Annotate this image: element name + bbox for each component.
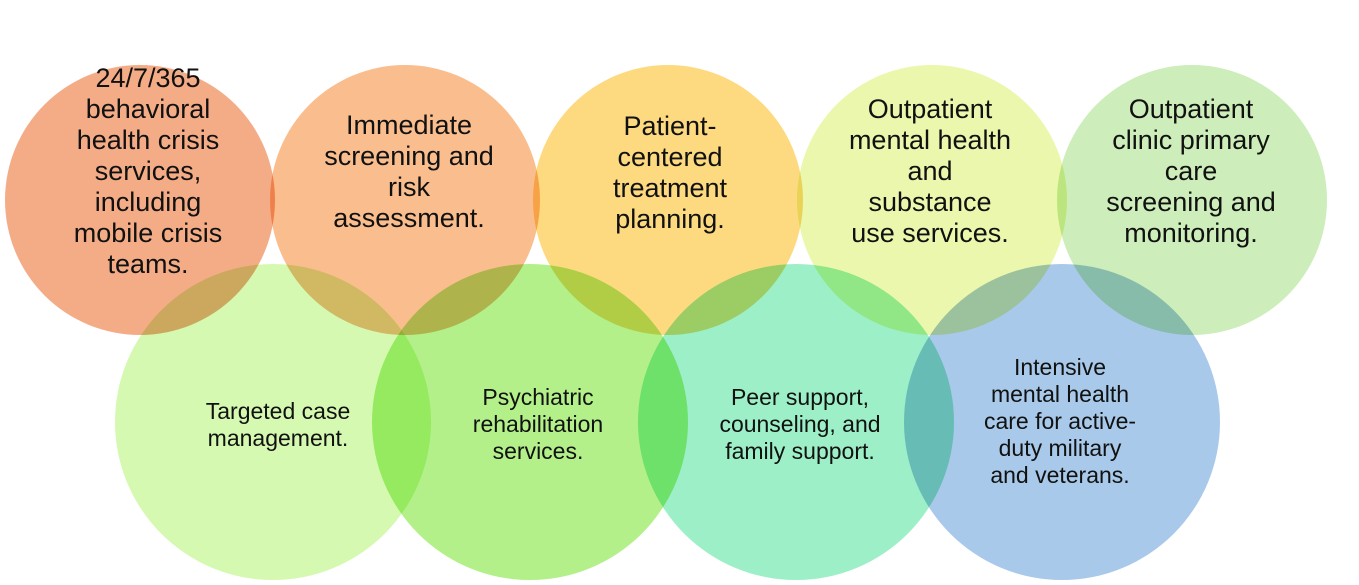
label-line: Psychiatric [482, 384, 593, 410]
label-line: health crisis [77, 125, 220, 155]
circle-primary-care-screening [1057, 65, 1327, 335]
label-line: mental health [849, 125, 1011, 155]
label-line: monitoring. [1124, 218, 1258, 248]
circle-screening-assessment [270, 65, 540, 335]
label-line: counseling, and [719, 411, 880, 437]
label-line: Outpatient [1129, 94, 1254, 124]
label-line: Targeted case [206, 398, 350, 424]
label-line: 24/7/365 [95, 63, 200, 93]
label-line: and veterans. [990, 462, 1129, 488]
label-line: including [95, 187, 202, 217]
label-line: care [1165, 156, 1218, 186]
circle-outpatient-mh-su [797, 65, 1067, 335]
label-line: Peer support, [731, 384, 869, 410]
circle-peer-support [638, 264, 954, 580]
label-line: risk [388, 172, 430, 202]
label-line: and [907, 156, 952, 186]
circle-case-management [115, 264, 431, 580]
label-line: management. [208, 425, 349, 451]
label-line: teams. [107, 249, 188, 279]
label-line: planning. [615, 204, 725, 234]
label-line: Patient- [623, 111, 716, 141]
label-line: clinic primary [1112, 125, 1270, 155]
circle-treatment-planning [533, 65, 803, 335]
label-line: screening and [1106, 187, 1276, 217]
label-line: rehabilitation [473, 411, 603, 437]
label-line: substance [868, 187, 991, 217]
label-line: Intensive [1014, 354, 1106, 380]
label-line: care for active- [984, 408, 1136, 434]
label-line: mobile crisis [74, 218, 223, 248]
label-line: screening and [324, 141, 494, 171]
label-line: behavioral [86, 94, 211, 124]
label-line: assessment. [333, 203, 485, 233]
circle-crisis-services [5, 65, 275, 335]
circle-psych-rehab [372, 264, 688, 580]
label-line: family support. [725, 438, 875, 464]
label-line: Outpatient [868, 94, 993, 124]
label-line: centered [617, 142, 722, 172]
label-line: duty military [999, 435, 1122, 461]
label-line: services. [493, 438, 584, 464]
label-line: services, [95, 156, 202, 186]
label-line: mental health [991, 381, 1129, 407]
label-line: treatment [613, 173, 728, 203]
label-line: use services. [851, 218, 1009, 248]
circle-military-veterans [904, 264, 1220, 580]
label-line: Immediate [346, 110, 472, 140]
